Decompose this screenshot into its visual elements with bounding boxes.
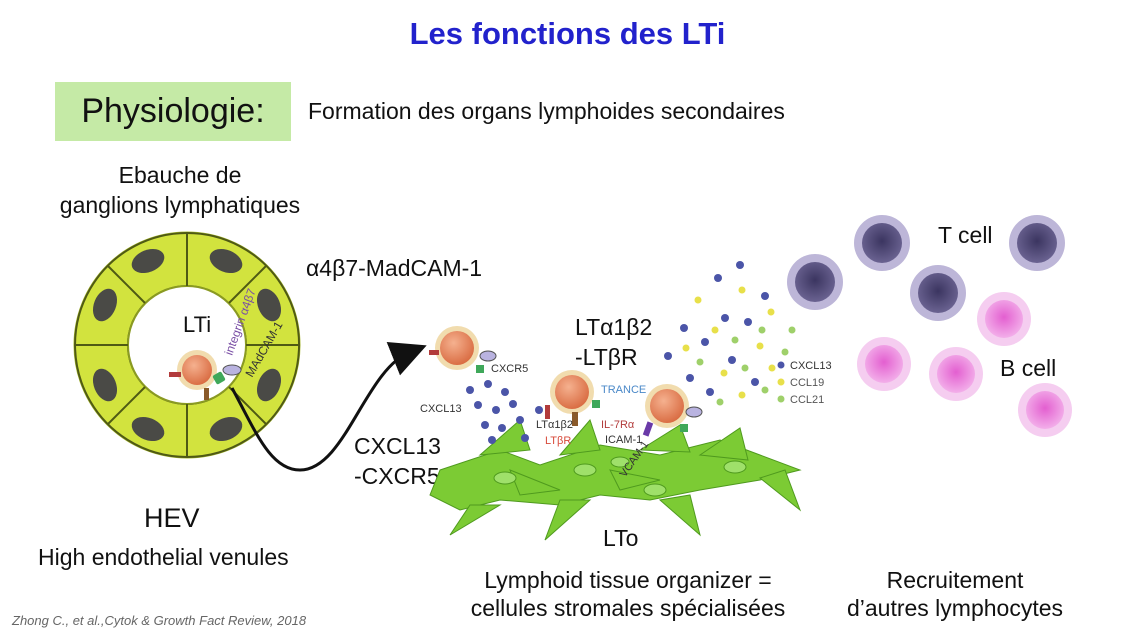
legend-ccl21: CCL21 bbox=[790, 394, 824, 406]
lti-cell-cluster-2 bbox=[642, 384, 703, 437]
chemokine-legend: CXCL13 CCL19 CCL21 bbox=[777, 360, 832, 406]
trance-small-label: TRANCE bbox=[601, 384, 646, 396]
chemokine-dots bbox=[466, 261, 796, 444]
lta1b2-small-label: LTα1β2 bbox=[536, 419, 573, 431]
lti-cell bbox=[169, 350, 242, 400]
tcell-label: T cell bbox=[938, 222, 993, 248]
recruit-line-2: d’autres lymphocytes bbox=[846, 595, 1064, 621]
stroma-network bbox=[429, 419, 802, 541]
lto-desc-line-2: cellules stromales spécialisées bbox=[470, 595, 786, 621]
page-title: Les fonctions des LTi bbox=[409, 16, 726, 51]
ebauche-line-2: ganglions lymphatiques bbox=[59, 192, 301, 218]
citation: Zhong C., et al.,Cytok & Growth Fact Rev… bbox=[12, 613, 307, 628]
hev-ring bbox=[73, 231, 301, 459]
ebauche-line-1: Ebauche de bbox=[118, 162, 242, 188]
legend-ccl19: CCL19 bbox=[790, 377, 824, 389]
subtitle: Formation des organs lymphoides secondai… bbox=[308, 98, 785, 124]
lta-ltbr-label: LTα1β2 -LTβR bbox=[575, 312, 652, 372]
cxcr5-small-label: CXCR5 bbox=[491, 363, 528, 375]
migration-arrow bbox=[230, 342, 427, 472]
cxcl13-small-label: CXCL13 bbox=[420, 403, 462, 415]
lto-desc-line-1: Lymphoid tissue organizer = bbox=[484, 567, 772, 593]
recruit-line-1: Recruitement bbox=[886, 567, 1024, 593]
lto-description: Lymphoid tissue organizer = cellules str… bbox=[428, 566, 828, 622]
lti-cell-migrating bbox=[429, 326, 497, 373]
hev-full-label: High endothelial venules bbox=[38, 544, 289, 570]
lto-label: LTo bbox=[603, 525, 639, 551]
b-cells bbox=[857, 292, 1072, 437]
physiologie-badge: Physiologie: bbox=[55, 82, 291, 141]
ebauche-label: Ebauche de ganglions lymphatiques bbox=[30, 160, 330, 220]
hev-label: HEV bbox=[144, 503, 200, 533]
cxcl13-cxcr5-label: CXCL13 -CXCR5 bbox=[354, 431, 441, 491]
legend-cxcl13: CXCL13 bbox=[790, 360, 832, 372]
lta-line: LTα1β2 bbox=[575, 314, 653, 340]
t-cells bbox=[787, 215, 1065, 321]
lti-cell-cluster-1 bbox=[545, 370, 600, 426]
bcell-label: B cell bbox=[1000, 355, 1057, 381]
cxcl13-line: CXCL13 bbox=[354, 433, 441, 459]
recruitment-label: Recruitement d’autres lymphocytes bbox=[830, 566, 1080, 622]
alpha-madcam-label: α4β7-MadCAM-1 bbox=[306, 255, 483, 281]
lti-label: LTi bbox=[183, 312, 211, 337]
cxcr5-line: -CXCR5 bbox=[354, 463, 440, 489]
physiologie-label: Physiologie: bbox=[81, 92, 265, 130]
il7r-small-label: IL-7Rα bbox=[601, 419, 635, 431]
ltbr-line: -LTβR bbox=[575, 344, 638, 370]
ltbr-small-label: LTβR bbox=[545, 435, 571, 447]
icam-small-label: ICAM-1 bbox=[605, 434, 642, 446]
